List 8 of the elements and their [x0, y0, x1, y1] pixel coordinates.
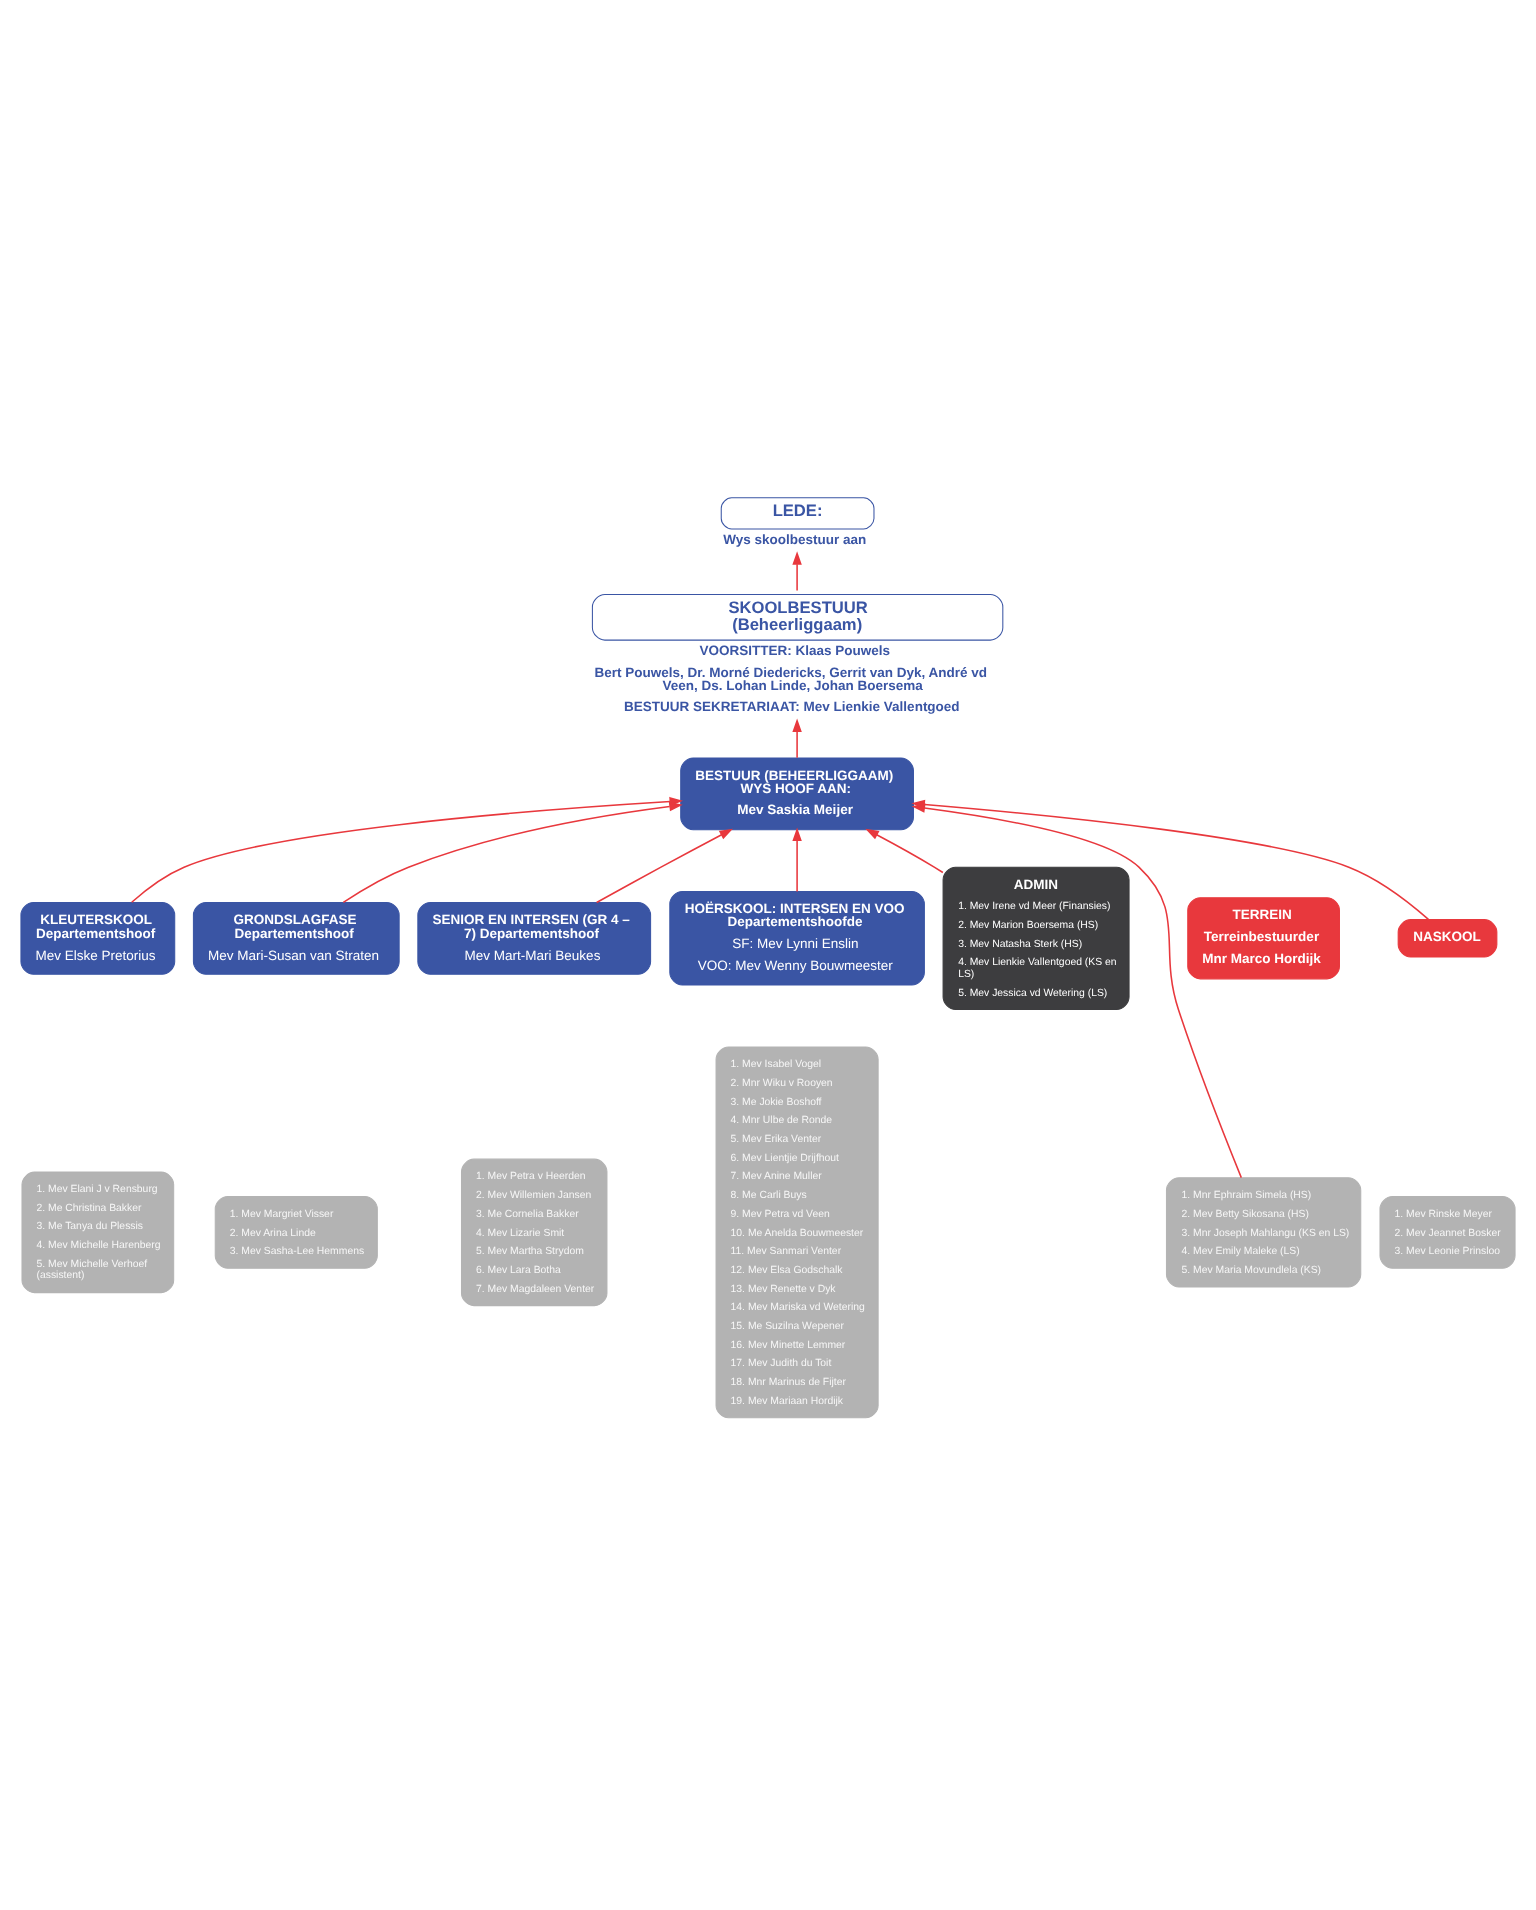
arrow	[342, 800, 683, 903]
arrow	[595, 827, 733, 903]
arrow	[865, 827, 944, 873]
arrow	[792, 826, 802, 892]
arrow	[792, 717, 802, 758]
node-box: LEDE:	[720, 496, 875, 529]
node-box: SKOOLBESTUUR (Beheerliggaam)	[591, 592, 1004, 640]
arrow	[792, 550, 802, 591]
